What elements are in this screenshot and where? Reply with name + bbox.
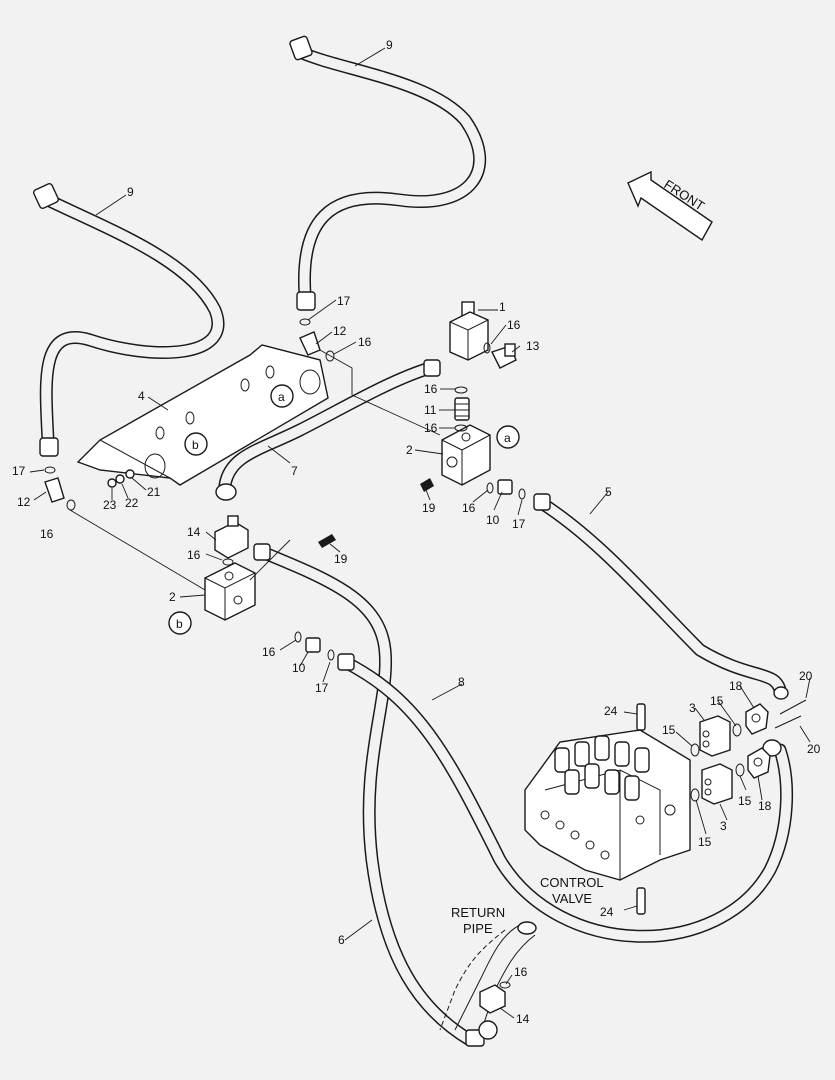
callout-16-upper: 16: [358, 335, 372, 349]
ref-circle-a-2: a: [496, 425, 520, 449]
hose-9-left: [32, 182, 225, 457]
pin-24-upper: [636, 703, 646, 731]
callout-17-lower: 17: [315, 681, 329, 695]
elbow-13: [491, 343, 517, 369]
ref-circle-a-2-text: a: [504, 431, 511, 445]
callout-16-left: 16: [40, 527, 54, 541]
callout-20-bottom: 20: [807, 742, 821, 756]
ref-circle-b-1: b: [184, 432, 208, 456]
bolt-19-upper: [420, 478, 434, 492]
bracket-4: [76, 344, 329, 486]
flange-18-upper: [745, 703, 769, 735]
callout-22: 22: [125, 496, 139, 510]
callout-16-block: 16: [424, 421, 438, 435]
valve-block-2-lower: [204, 562, 256, 621]
callout-9-left: 9: [127, 185, 134, 199]
callout-8: 8: [458, 675, 465, 689]
callout-2-lower: 2: [169, 590, 176, 604]
callout-16-tee: 16: [187, 548, 201, 562]
callout-5: 5: [605, 485, 612, 499]
bolt-19-lower: [318, 534, 336, 548]
fitting-10-lower: [305, 637, 321, 653]
callout-12-left: 12: [17, 495, 31, 509]
tee-14-lower: [479, 984, 506, 1014]
callout-14-lower: 14: [516, 1012, 530, 1026]
control-valve-ports: [540, 804, 676, 860]
front-arrow: FRONT: [627, 170, 713, 242]
ref-circle-b-1-text: b: [192, 438, 199, 452]
callout-13: 13: [526, 339, 540, 353]
return-pipe-label-line2: PIPE: [463, 921, 493, 936]
callout-3-upper: 3: [689, 701, 696, 715]
callout-3-lower: 3: [720, 819, 727, 833]
leader-lines: [29, 47, 811, 1019]
ref-circle-a-1-text: a: [278, 390, 285, 404]
flange-3-upper: [699, 715, 731, 757]
callout-4: 4: [138, 389, 145, 403]
ref-circle-b-2: b: [168, 611, 192, 635]
elbow-12-lower: [44, 477, 65, 503]
callout-11: 11: [424, 403, 437, 417]
callout-10-upper: 10: [486, 513, 500, 527]
callout-1: 1: [499, 300, 506, 314]
hose-6: [253, 543, 485, 1047]
hardware-21-22-23: [107, 469, 135, 488]
control-valve-spools: [554, 735, 650, 801]
callout-18-lower: 18: [758, 799, 772, 813]
callout-23: 23: [103, 498, 117, 512]
return-pipe-label: RETURN PIPE: [451, 905, 505, 936]
tee-14-upper: [214, 515, 249, 559]
callout-24-lower: 24: [600, 905, 614, 919]
callout-19-lower: 19: [334, 552, 348, 566]
callout-16-block-top: 16: [424, 382, 438, 396]
callout-15-upper-left: 15: [662, 723, 676, 737]
callout-7: 7: [291, 464, 298, 478]
ref-circle-b-2-text: b: [176, 617, 183, 631]
control-valve-label-line1: CONTROL: [540, 875, 604, 890]
hose-5: [533, 493, 789, 700]
return-pipe-label-line1: RETURN: [451, 905, 505, 920]
callout-17-mid: 17: [512, 517, 526, 531]
control-valve-label: CONTROL VALVE: [540, 875, 604, 906]
callout-20-top: 20: [799, 669, 813, 683]
fitting-10-upper: [497, 479, 513, 495]
callout-6: 6: [338, 933, 345, 947]
callout-16-lower: 16: [262, 645, 276, 659]
flange-18-lower: [747, 747, 771, 779]
callout-16-mid: 16: [462, 501, 476, 515]
callout-16-return: 16: [514, 965, 528, 979]
flange-3-lower: [701, 763, 733, 805]
valve-1: [449, 301, 489, 361]
callout-15-upper-right: 15: [710, 694, 724, 708]
hose-9-top: [289, 35, 487, 311]
ref-circle-a-1: a: [270, 384, 294, 408]
callout-numbers: 9 9 1 16 13 17 12 16 4 16 11 16 2 7 17 1…: [12, 38, 821, 1026]
callout-21: 21: [147, 485, 161, 499]
callout-17-left: 17: [12, 464, 26, 478]
callout-12-upper: 12: [333, 324, 347, 338]
callout-15-lower-right: 15: [738, 794, 752, 808]
bolt-20: [774, 699, 807, 729]
o-rings: [44, 318, 745, 989]
callout-2-upper: 2: [406, 443, 413, 457]
callout-16-valve: 16: [507, 318, 521, 332]
control-valve: [524, 729, 691, 881]
callout-10-lower: 10: [292, 661, 306, 675]
callout-9-top: 9: [386, 38, 393, 52]
pin-24-lower: [636, 887, 646, 915]
callout-15-lower-left: 15: [698, 835, 712, 849]
callout-24-upper: 24: [604, 704, 618, 718]
callout-19-upper: 19: [422, 501, 436, 515]
control-valve-label-line2: VALVE: [552, 891, 592, 906]
callout-17-upper: 17: [337, 294, 351, 308]
hose-8: [337, 653, 794, 943]
callout-18-upper: 18: [729, 679, 743, 693]
valve-block-2-upper: [441, 424, 491, 486]
hose-7: [215, 359, 441, 501]
callout-14-upper: 14: [187, 525, 201, 539]
fitting-11: [454, 397, 470, 421]
